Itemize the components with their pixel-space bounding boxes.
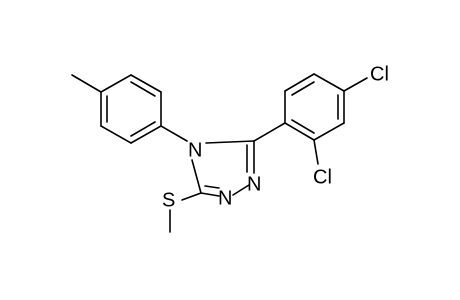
atom-cl-ortho: Cl [313, 166, 332, 188]
bond-aryl-3 [313, 73, 345, 92]
atom-s: S [162, 189, 175, 211]
bond-tolyl-2 [130, 74, 162, 93]
bond-n4-c3 [205, 140, 255, 144]
atom-n2: N [247, 173, 261, 195]
bond-aryl-cl-ortho [313, 139, 319, 165]
bond-n4-c5 [191, 159, 202, 194]
bond-n1-n2 [232, 184, 250, 196]
bond-tolyl-double-b [130, 121, 156, 137]
bond-aryl-double-c [291, 119, 315, 134]
bond-c5-n1-double [204, 185, 220, 189]
bond-aryl-double-a [291, 81, 315, 96]
bond-c3-aryl [253, 122, 286, 142]
bond-tolyl-5 [100, 125, 132, 144]
bond-methyl-tolyl [71, 74, 102, 93]
atom-n1: N [218, 187, 232, 209]
bond-aryl-6 [284, 122, 315, 141]
bond-c5-s [181, 192, 202, 201]
bond-aryl-cl-para [343, 77, 368, 92]
bond-tolyl-double-a [130, 81, 156, 97]
bonds [71, 73, 368, 233]
bond-tolyl-4 [130, 125, 162, 144]
atom-n4: N [188, 139, 202, 161]
bond-tolyl-1 [100, 74, 132, 93]
bond-c5-n1 [200, 192, 220, 197]
atom-cl-para: Cl [370, 63, 389, 85]
atom-labels: Cl Cl N N N S [162, 63, 389, 211]
bond-tolyl-n4 [160, 125, 188, 142]
bond-aryl-5 [313, 122, 345, 141]
bond-aryl-2 [284, 73, 315, 92]
